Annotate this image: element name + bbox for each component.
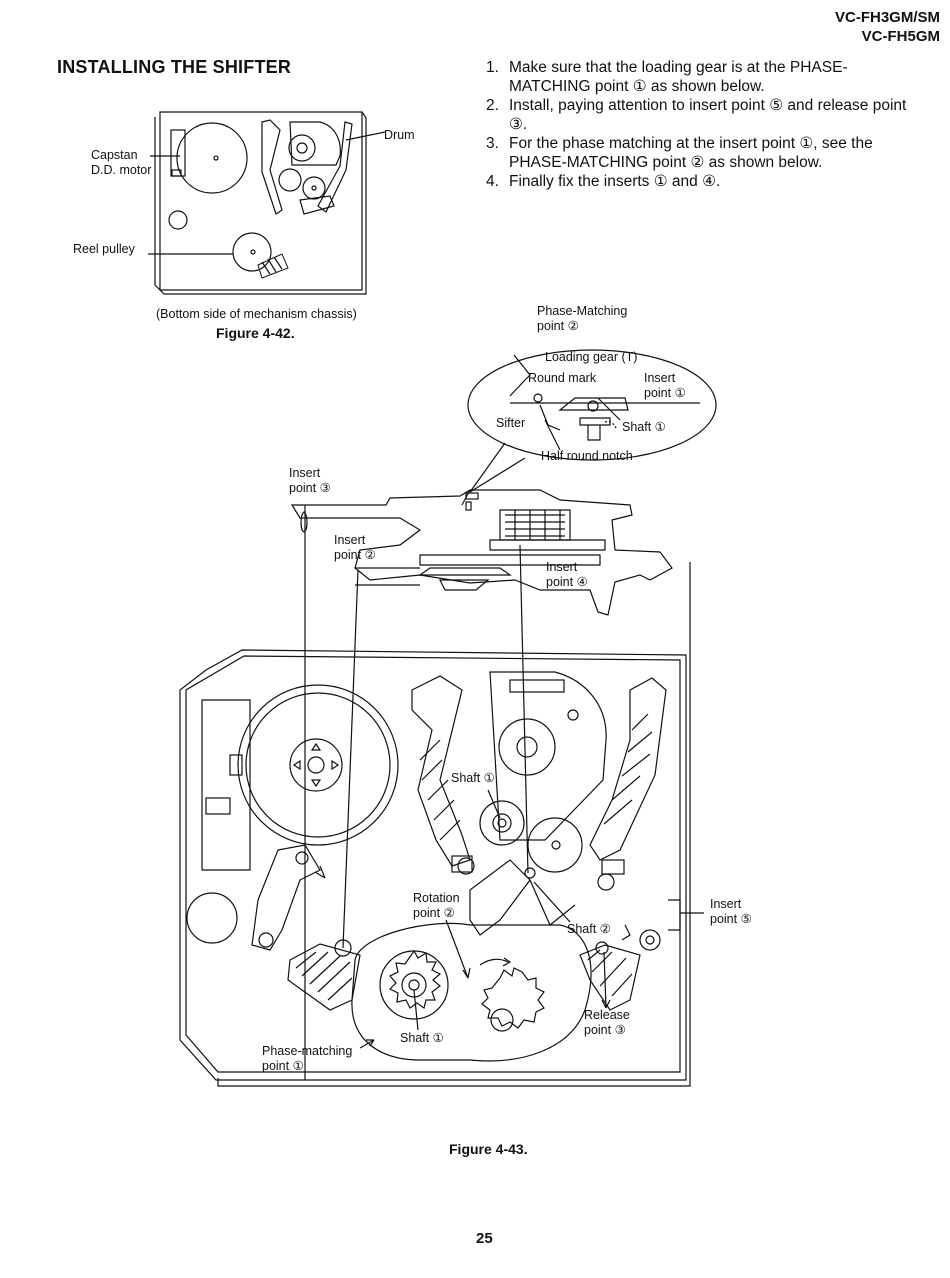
insert-point-3-number: point ③ (289, 481, 331, 495)
page-number: 25 (476, 1230, 493, 1247)
insert-point-3-label: Insert (289, 466, 321, 480)
step-text: For the phase matching at the insert poi… (509, 135, 873, 171)
shaft-1-lower-label: Shaft ① (400, 1031, 444, 1045)
insert-point-4-label: Insert (546, 560, 578, 574)
step-item: 1.Make sure that the loading gear is at … (486, 59, 848, 95)
figure-4-42-caption: Figure 4-42. (216, 325, 295, 341)
sifter-label: Sifter (496, 416, 526, 430)
rotation-point-number: point ② (413, 906, 455, 920)
figure-4-43-side-view (290, 489, 673, 616)
insert-point-5-number: point ⑤ (710, 912, 752, 926)
figure-4-43-chassis (179, 505, 704, 1087)
insert-point-2-label: Insert (334, 533, 366, 547)
release-point-number: point ③ (584, 1023, 626, 1037)
step-text: Make sure that the loading gear is at th… (509, 59, 848, 95)
step-item: 2.Install, paying attention to insert po… (486, 97, 907, 133)
shaft-1-upper-label: Shaft ① (451, 771, 495, 785)
installation-steps: 1.Make sure that the loading gear is at … (486, 58, 916, 191)
step-text: Install, paying attention to insert poin… (509, 97, 907, 133)
model-number-header: VC-FH3GM/SM VC-FH5GM (835, 8, 940, 46)
shaft-2-label: Shaft ② (567, 922, 611, 936)
release-point-label: Release (584, 1008, 630, 1022)
figure-4-42-note: (Bottom side of mechanism chassis) (156, 307, 357, 321)
capstan-motor-label: D.D. motor (91, 163, 152, 177)
drum-label: Drum (384, 128, 415, 142)
phase-matching-point-number: point ① (262, 1059, 304, 1073)
detail-title-point: point ② (537, 319, 579, 333)
detail-shaft-label: Shaft ① (622, 420, 666, 434)
insert-point-2-number: point ② (334, 548, 376, 562)
detail-title: Phase-Matching (537, 304, 628, 318)
insert-point-5-label: Insert (710, 897, 742, 911)
rotation-point-label: Rotation (413, 891, 460, 905)
phase-matching-detail-drawing (467, 349, 717, 493)
section-title: INSTALLING THE SHIFTER (57, 57, 292, 77)
step-text: Finally fix the inserts ① and ④. (509, 173, 721, 190)
round-mark-label: Round mark (528, 371, 597, 385)
model-line-2: VC-FH5GM (861, 28, 940, 45)
detail-insert-label: Insert (644, 371, 676, 385)
half-round-notch-label: Half round notch (541, 449, 633, 463)
insert-point-4-number: point ④ (546, 575, 588, 589)
figure-4-42-drawing (148, 111, 386, 295)
step-item: 3.For the phase matching at the insert p… (486, 135, 873, 171)
detail-insert-point-label: point ① (644, 386, 686, 400)
capstan-label: Capstan (91, 148, 138, 162)
reel-pulley-label: Reel pulley (73, 242, 135, 256)
model-line-1: VC-FH3GM/SM (835, 9, 940, 26)
step-item: 4.Finally fix the inserts ① and ④. (486, 173, 721, 190)
figure-4-43-caption: Figure 4-43. (449, 1141, 528, 1157)
phase-matching-point-label: Phase-matching (262, 1044, 353, 1058)
loading-gear-label: Loading gear (T) (545, 350, 638, 364)
